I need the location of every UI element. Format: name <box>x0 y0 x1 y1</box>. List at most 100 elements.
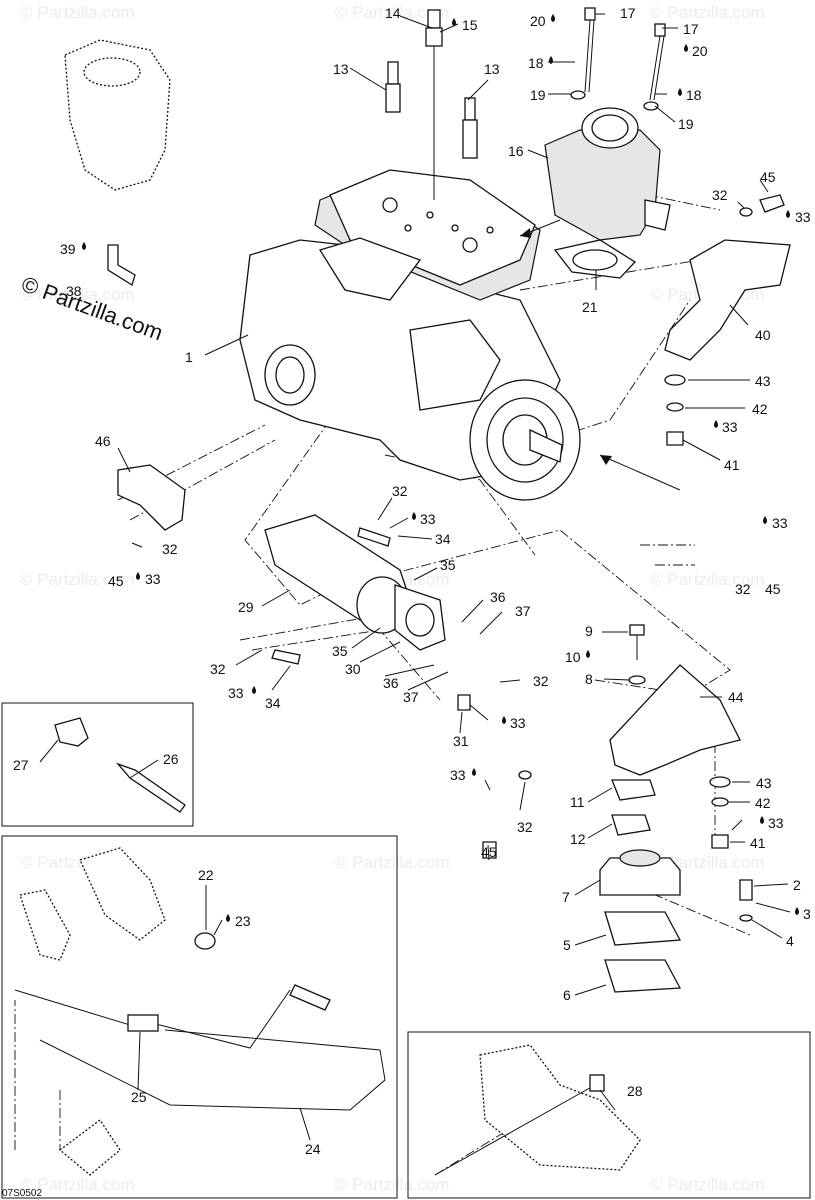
watermark: © Partzilla.com <box>20 285 135 304</box>
pulley <box>469 379 581 501</box>
callout-15: 15 <box>462 17 478 33</box>
throttle-cable-assembly <box>14 847 386 1176</box>
callout-35: 35 <box>440 557 456 573</box>
bolt-45-lower <box>482 841 497 859</box>
callout-8: 8 <box>585 671 593 687</box>
drop-icon <box>786 210 790 218</box>
bolt-34b <box>271 649 301 665</box>
engine-mount-40 <box>664 239 791 361</box>
callout-41: 41 <box>724 457 740 473</box>
drop-icon <box>763 516 767 524</box>
callout-9: 9 <box>585 623 593 639</box>
callout-42: 42 <box>752 401 768 417</box>
callout-3: 3 <box>803 906 811 922</box>
callout-17: 17 <box>683 21 699 37</box>
callout-41: 41 <box>750 835 766 851</box>
drop-icon <box>549 56 553 64</box>
callout-12: 12 <box>570 831 586 847</box>
callout-18: 18 <box>686 87 702 103</box>
callout-7: 7 <box>562 889 570 905</box>
throttle-lever-part <box>54 717 89 747</box>
callout-45: 45 <box>760 169 776 185</box>
callout-37: 37 <box>403 689 419 705</box>
callout-4: 4 <box>786 933 794 949</box>
callout-32: 32 <box>392 483 408 499</box>
washer-stack-lower <box>709 776 753 922</box>
callout-33: 33 <box>768 815 784 831</box>
callout-24: 24 <box>305 1141 321 1157</box>
callout-34: 34 <box>265 695 281 711</box>
callout-11: 11 <box>570 794 585 810</box>
watermark: © Partzilla.com <box>20 1175 135 1194</box>
callout-34: 34 <box>435 531 451 547</box>
dipstick-assembly <box>434 1044 641 1176</box>
drop-icon <box>252 686 256 694</box>
callout-32: 32 <box>162 541 178 557</box>
leader-lines <box>39 13 791 1141</box>
callout-32: 32 <box>517 819 533 835</box>
callout-33: 33 <box>420 511 436 527</box>
callout-16: 16 <box>508 143 524 159</box>
engine-mount-46 <box>117 464 186 531</box>
bolt-31 <box>457 694 471 711</box>
callout-10: 10 <box>565 649 581 665</box>
washer-stack-upper <box>664 374 686 446</box>
watermark: © Partzilla.com <box>650 570 765 589</box>
exhaust-manifold <box>544 107 671 241</box>
bolt-45-upper <box>759 194 785 213</box>
inset-box-dipstick <box>407 1031 811 1199</box>
drop-icon <box>226 914 230 922</box>
watermark: © Partzilla.com <box>650 3 765 22</box>
callout-30: 30 <box>345 661 361 677</box>
callout-31: 31 <box>453 733 469 749</box>
callout-42: 42 <box>755 795 771 811</box>
callout-27: 27 <box>13 757 29 773</box>
watermark: © Partzilla.com <box>335 853 450 872</box>
callout-46: 46 <box>95 433 111 449</box>
callout-33: 33 <box>228 685 244 701</box>
callout-13: 13 <box>333 61 349 77</box>
drop-icon <box>760 816 764 824</box>
direction-arrows <box>519 219 681 491</box>
callout-26: 26 <box>163 751 179 767</box>
callout-44: 44 <box>728 689 744 705</box>
callout-39: 39 <box>60 241 76 257</box>
callout-40: 40 <box>755 327 771 343</box>
callout-33: 33 <box>450 767 466 783</box>
callout-33: 33 <box>510 715 526 731</box>
drop-icon <box>412 512 416 520</box>
inset-box-throttle-lever <box>1 702 194 827</box>
callout-21: 21 <box>582 299 598 315</box>
callout-23: 23 <box>235 913 251 929</box>
watermark: © Partzilla.com <box>20 3 135 22</box>
callout-33: 33 <box>795 209 811 225</box>
callout-33: 33 <box>145 571 161 587</box>
sealant-drop-icons <box>82 14 799 922</box>
callout-45: 45 <box>481 844 497 860</box>
callout-32: 32 <box>210 661 226 677</box>
spacer-12 <box>611 814 651 836</box>
callout-17: 17 <box>620 5 636 21</box>
callout-14: 14 <box>385 5 401 21</box>
spacer-11 <box>611 779 656 801</box>
engine-mount-44 <box>609 664 741 776</box>
callout-36: 36 <box>490 589 506 605</box>
drop-icon <box>795 907 799 915</box>
callout-2: 2 <box>793 877 801 893</box>
watermark: © Partzilla.com <box>335 3 450 22</box>
callout-22: 22 <box>198 867 214 883</box>
watermark: © Partzilla.com <box>335 1175 450 1194</box>
watermark: © Partzilla.com <box>650 853 765 872</box>
callout-29: 29 <box>238 599 254 615</box>
callout-45: 45 <box>108 573 124 589</box>
callout-43: 43 <box>756 775 772 791</box>
callout-32: 32 <box>533 673 549 689</box>
starter-motor <box>264 514 446 651</box>
drop-icon <box>714 420 718 428</box>
drop-icon <box>502 716 506 724</box>
throttle-pin <box>115 762 186 813</box>
drop-icon <box>586 650 590 658</box>
drop-icon <box>678 88 682 96</box>
